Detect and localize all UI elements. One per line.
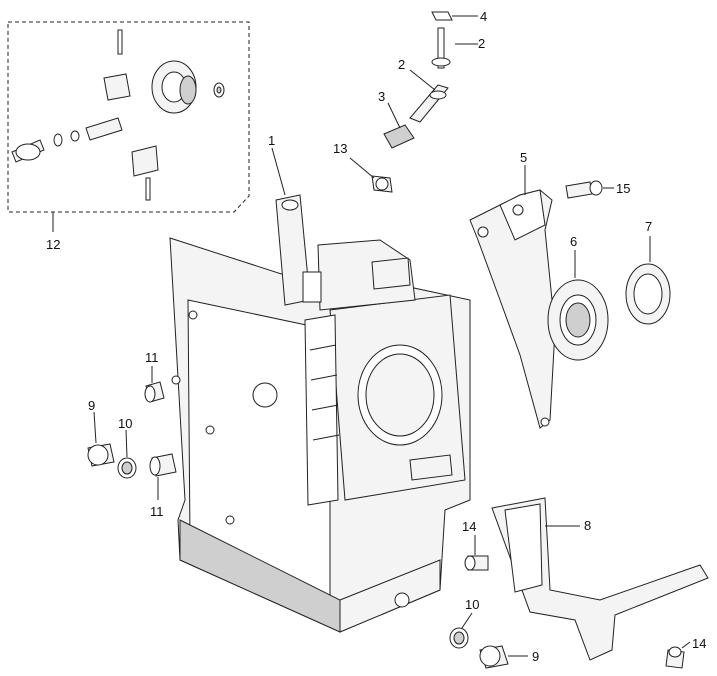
crankcase [169, 147, 471, 633]
governor-subassembly-box [7, 21, 250, 232]
washer-10-left [117, 429, 137, 479]
callout-10-b: 10 [465, 597, 479, 612]
callout-labels: 1 2 2 3 4 5 6 7 8 9 9 10 10 11 11 12 13 … [46, 9, 706, 664]
bearing-6 [547, 250, 609, 361]
plug-bolt-13 [349, 157, 393, 193]
washer-10-right [449, 612, 473, 649]
callout-5: 5 [520, 150, 527, 165]
callout-6: 6 [570, 234, 577, 249]
callout-10-a: 10 [118, 416, 132, 431]
callout-8: 8 [584, 518, 591, 533]
bolt-15 [565, 180, 614, 199]
dowel-11-lower [149, 453, 177, 500]
callout-15: 15 [616, 181, 630, 196]
callout-2-b: 2 [478, 36, 485, 51]
oil-gauge-assembly [383, 11, 478, 149]
callout-11-b: 11 [150, 504, 164, 519]
bolt-14-lower [665, 641, 691, 669]
callout-13: 13 [333, 141, 347, 156]
drain-plug-9-left [87, 411, 115, 467]
callout-4: 4 [480, 9, 487, 24]
callout-2-a: 2 [398, 57, 405, 72]
callout-14-b: 14 [692, 636, 706, 651]
callout-14-a: 14 [462, 519, 476, 534]
callout-12: 12 [46, 237, 60, 252]
governor-arm-plate [469, 165, 556, 429]
base-bracket-8 [491, 497, 709, 661]
callout-11-a: 11 [145, 350, 159, 365]
bolt-14-upper [464, 535, 489, 571]
callout-1: 1 [268, 133, 275, 148]
oil-seal-7 [625, 236, 671, 325]
drain-plug-9-right [479, 645, 528, 669]
callout-7: 7 [645, 219, 652, 234]
callout-9-a: 9 [88, 398, 95, 413]
callout-3: 3 [378, 89, 385, 104]
callout-9-b: 9 [532, 649, 539, 664]
dowel-11-upper [144, 366, 165, 403]
